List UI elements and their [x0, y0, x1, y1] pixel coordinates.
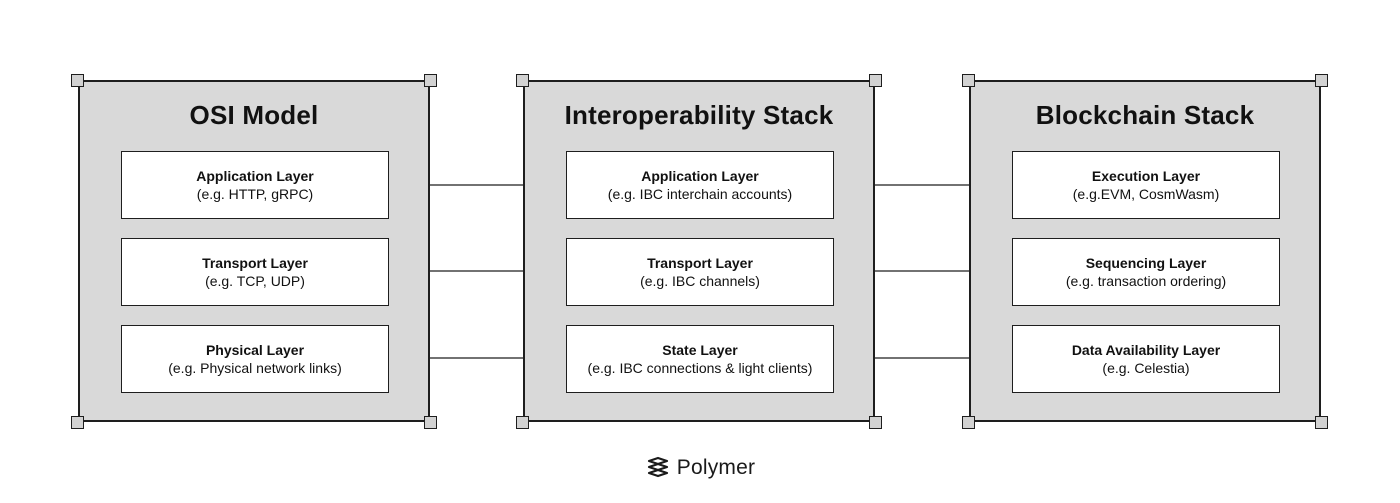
- layer-box: Execution Layer (e.g.EVM, CosmWasm): [1012, 151, 1280, 219]
- layer-example: (e.g. IBC channels): [640, 273, 760, 289]
- layer-example: (e.g. Celestia): [1102, 360, 1190, 376]
- layer-example: (e.g. Physical network links): [168, 360, 342, 376]
- layer-name: Application Layer: [641, 168, 759, 184]
- corner-handle: [516, 416, 529, 429]
- corner-handle: [962, 416, 975, 429]
- layer-box: State Layer (e.g. IBC connections & ligh…: [566, 325, 834, 393]
- stack-title: OSI Model: [189, 100, 319, 130]
- layer-example: (e.g. IBC connections & light clients): [587, 360, 813, 376]
- brand-footer: Polymer: [0, 456, 1400, 480]
- layer-name: Transport Layer: [202, 255, 308, 271]
- layer-box: Sequencing Layer (e.g. transaction order…: [1012, 238, 1280, 306]
- layer-name: Execution Layer: [1091, 168, 1201, 184]
- polymer-logo-icon: [647, 456, 668, 478]
- stack-title: Blockchain Stack: [1035, 100, 1255, 130]
- corner-handle: [1315, 74, 1328, 87]
- corner-handle: [516, 74, 529, 87]
- layer-box: Data Availability Layer (e.g. Celestia): [1012, 325, 1280, 393]
- layer-example: (e.g. TCP, UDP): [205, 273, 305, 289]
- brand-name: Polymer: [676, 456, 756, 479]
- stack-osi-model: OSI Model Application Layer (e.g. HTTP, …: [78, 80, 430, 422]
- layer-box: Application Layer (e.g. IBC interchain a…: [566, 151, 834, 219]
- layer-example: (e.g.EVM, CosmWasm): [1072, 186, 1220, 202]
- layer-example: (e.g. HTTP, gRPC): [196, 186, 314, 202]
- layer-box: Application Layer (e.g. HTTP, gRPC): [121, 151, 389, 219]
- layer-name: Data Availability Layer: [1071, 342, 1221, 358]
- corner-handle: [71, 74, 84, 87]
- layer-name: Application Layer: [196, 168, 314, 184]
- corner-handle: [71, 416, 84, 429]
- corner-handle: [962, 74, 975, 87]
- layer-example: (e.g. transaction ordering): [1065, 273, 1227, 289]
- stack-interoperability: Interoperability Stack Application Layer…: [523, 80, 875, 422]
- layer-name: Transport Layer: [647, 255, 753, 271]
- layer-name: Physical Layer: [205, 342, 305, 358]
- layer-example: (e.g. IBC interchain accounts): [607, 186, 793, 202]
- layer-box: Transport Layer (e.g. TCP, UDP): [121, 238, 389, 306]
- layer-box: Physical Layer (e.g. Physical network li…: [121, 325, 389, 393]
- stack-title: Interoperability Stack: [564, 100, 834, 130]
- corner-handle: [869, 416, 882, 429]
- layer-name: State Layer: [662, 342, 738, 358]
- layer-box: Transport Layer (e.g. IBC channels): [566, 238, 834, 306]
- corner-handle: [424, 74, 437, 87]
- corner-handle: [1315, 416, 1328, 429]
- corner-handle: [424, 416, 437, 429]
- layer-name: Sequencing Layer: [1085, 255, 1207, 271]
- corner-handle: [869, 74, 882, 87]
- stack-blockchain: Blockchain Stack Execution Layer (e.g.EV…: [969, 80, 1321, 422]
